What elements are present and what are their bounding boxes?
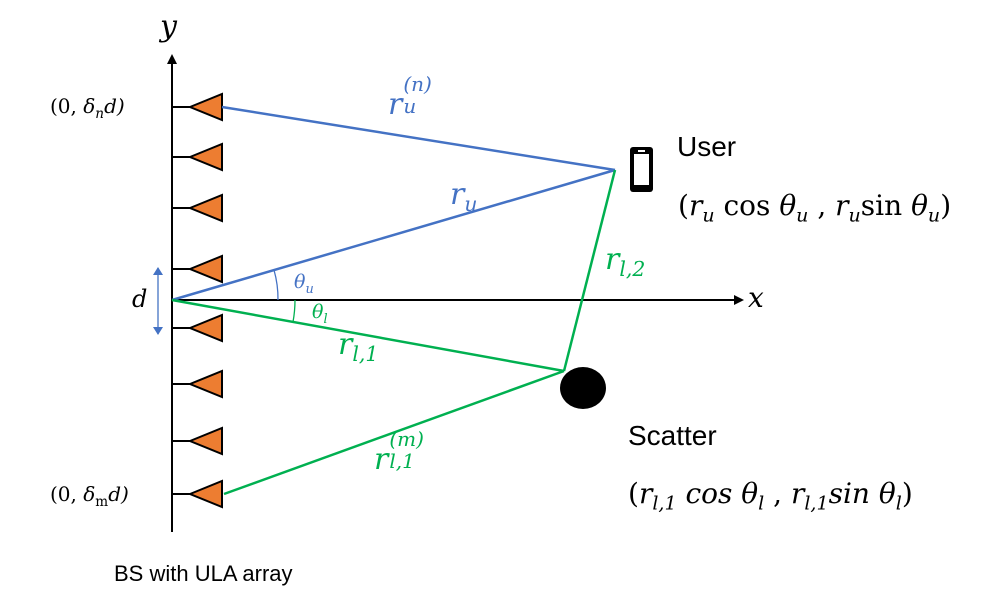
delta-subscript: m bbox=[95, 494, 109, 510]
label-r-l1: rl,1 bbox=[338, 327, 378, 365]
antenna-triangle bbox=[187, 142, 223, 172]
bottom-element-coordinate: (0, δmd) bbox=[50, 482, 129, 509]
path-r-l1-m bbox=[223, 369, 565, 496]
coord-sin: sin bbox=[860, 189, 912, 222]
antenna-element bbox=[172, 92, 223, 122]
coord-r-sub: u bbox=[702, 204, 715, 227]
user-title: User bbox=[677, 131, 737, 162]
path-r-u bbox=[171, 168, 616, 302]
coord-r2: r bbox=[835, 189, 849, 222]
coord-open: (0, bbox=[50, 482, 84, 506]
coord-r2-sub: u bbox=[848, 204, 861, 227]
delta-symbol: δ bbox=[83, 94, 96, 118]
label-subscript: u bbox=[464, 192, 478, 216]
antenna-triangle bbox=[187, 313, 223, 343]
coord-sep: , bbox=[764, 477, 791, 510]
coord-tail: d) bbox=[104, 94, 125, 118]
label-subscript: u bbox=[403, 94, 417, 118]
coord-open: ( bbox=[628, 477, 639, 510]
antenna-triangle bbox=[187, 369, 223, 399]
coord-r-sub: l,1 bbox=[652, 492, 677, 515]
antenna-triangle bbox=[187, 479, 223, 509]
label-r-u-n: r(n)u bbox=[388, 74, 432, 122]
label-theta-l: θl bbox=[312, 301, 328, 326]
bs-caption: BS with ULA array bbox=[114, 561, 293, 586]
label-superscript: (n) bbox=[403, 72, 432, 96]
coord-theta-sub: l bbox=[758, 492, 765, 515]
antenna-triangle bbox=[187, 254, 223, 284]
coord-theta2: θ bbox=[878, 477, 896, 510]
scatter-coordinate: (rl,1 cos θl , rl,1sin θl) bbox=[628, 477, 913, 514]
antenna-element bbox=[172, 254, 223, 284]
path-r-l1 bbox=[171, 298, 565, 373]
spacing-label: d bbox=[132, 285, 148, 313]
coord-open: ( bbox=[678, 189, 689, 222]
coord-close: ) bbox=[901, 477, 913, 510]
coord-cos: cos bbox=[714, 189, 780, 222]
label-r-l2: rl,2 bbox=[605, 242, 645, 280]
path-r-u-n bbox=[221, 105, 616, 172]
label-base: r bbox=[605, 242, 620, 277]
x-axis-label: x bbox=[748, 281, 764, 314]
path-r-l2 bbox=[562, 169, 617, 372]
label-r-u: ru bbox=[450, 177, 477, 215]
label-base: r bbox=[450, 177, 465, 212]
coord-r2-sub: l,1 bbox=[804, 492, 829, 515]
coord-sin: sin bbox=[828, 477, 879, 510]
scatter-object bbox=[560, 367, 606, 409]
angle-arc-theta-l bbox=[292, 299, 296, 323]
label-subscript: l,2 bbox=[619, 257, 646, 281]
delta-symbol: δ bbox=[83, 482, 96, 506]
coord-close: ) bbox=[940, 189, 952, 222]
coord-r: r bbox=[638, 477, 653, 510]
antenna-triangle bbox=[187, 92, 223, 122]
label-base: r bbox=[388, 87, 403, 122]
scatter-title: Scatter bbox=[628, 420, 717, 451]
antenna-element bbox=[172, 313, 223, 343]
coord-theta: θ bbox=[741, 477, 759, 510]
coord-r2: r bbox=[790, 477, 805, 510]
antenna-triangle bbox=[187, 193, 223, 223]
label-superscript: (m) bbox=[389, 427, 424, 451]
antenna-element bbox=[172, 193, 223, 223]
label-base: r bbox=[374, 442, 389, 477]
smartphone-icon bbox=[630, 147, 653, 192]
coord-open: (0, bbox=[50, 94, 84, 118]
antenna-triangle bbox=[187, 426, 223, 456]
antenna-element bbox=[172, 142, 223, 172]
coord-cos: cos bbox=[676, 477, 742, 510]
y-axis-label: y bbox=[160, 9, 177, 44]
top-element-coordinate: (0, δnd) bbox=[50, 94, 125, 121]
label-theta-u: θu bbox=[294, 271, 314, 296]
label-base: θ bbox=[294, 271, 306, 293]
coord-theta: θ bbox=[779, 189, 797, 222]
label-subscript: l bbox=[323, 311, 328, 327]
label-subscript: u bbox=[305, 281, 314, 297]
antenna-array bbox=[172, 92, 223, 509]
label-base: θ bbox=[312, 301, 324, 323]
angle-arc-theta-u bbox=[273, 269, 279, 301]
coord-theta2: θ bbox=[911, 189, 928, 222]
coord-r: r bbox=[688, 189, 703, 222]
delta-subscript: n bbox=[95, 106, 105, 122]
coord-theta2-sub: l bbox=[895, 492, 902, 515]
antenna-element bbox=[172, 426, 223, 456]
antenna-element bbox=[172, 369, 223, 399]
antenna-element bbox=[172, 479, 223, 509]
label-base: r bbox=[338, 327, 353, 362]
coord-theta-sub: u bbox=[796, 204, 809, 227]
coord-sep: , bbox=[808, 189, 836, 222]
coord-theta2-sub: u bbox=[927, 204, 941, 227]
label-subscript: l,1 bbox=[389, 449, 415, 473]
label-subscript: l,1 bbox=[352, 342, 379, 366]
label-r-l1-m: r(m)l,1 bbox=[374, 429, 424, 477]
user-coordinate: (ru cos θu , rusin θu) bbox=[678, 189, 952, 226]
coord-tail: d) bbox=[108, 482, 129, 506]
